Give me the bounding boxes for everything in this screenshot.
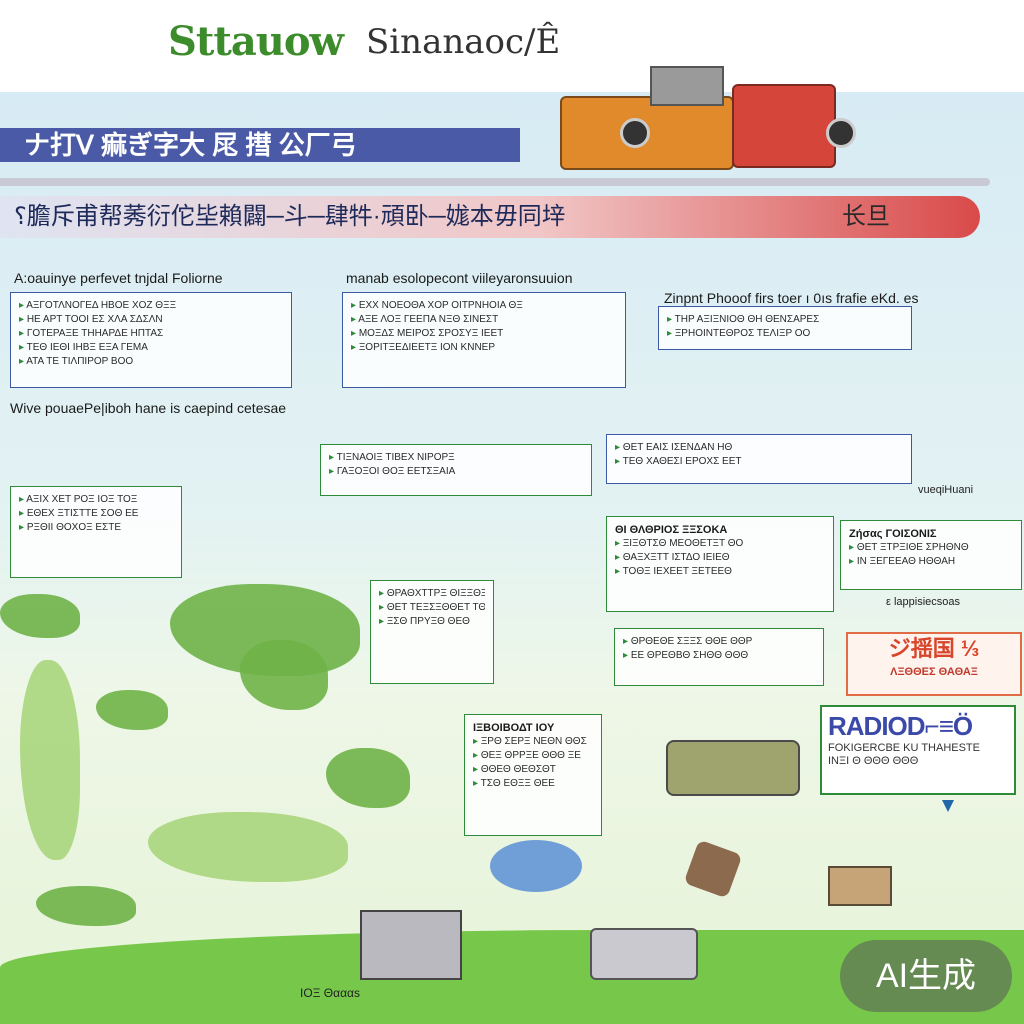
- rail-divider: [0, 178, 990, 186]
- banner-main-text: ⸮膽斥甫帮莠衍佗坒賴闢─斗─肆牪·頑卧─娏本毋同垶: [14, 203, 566, 230]
- mid-section-heading: manab esolopecont viileyaronsuuion: [346, 270, 573, 286]
- right-section-heading: Zinpnt Phooof firs toer ı 0ıs frafie eKd…: [664, 290, 919, 306]
- panel-row: ΤΗΡ ΑΞΙΞΝΙΟΘ ΘΗ ΘΕΝΣΑΡΕΣ: [667, 313, 903, 327]
- panel-row: ΤΙΞΝΑΟΙΞ ΤΙΒΕΧ ΝΙΡΟΡΞ: [329, 451, 583, 465]
- banner-top: ナ打Ⅴ 痲ぎ字大 㞑 㨹 公厂弓: [0, 128, 520, 162]
- radio-info-box: RADIOD⌐≡Ö FOKIGERCBE KU THAHESTE ΙΝΞΙ Θ …: [820, 705, 1016, 795]
- panel-row: ΞΟΡΙΤΞΕΔΙΕΕΤΞ ΙΟΝ ΚΝΝΕΡ: [351, 341, 617, 355]
- info-panel-10: ΙΞΒΟΙΒΟΔΤ ΙΟΥ ΞΡΘ ΣΕΡΞ ΝΕΘΝ ΘΘΣ ΘΕΞ ΘΡΡΞ…: [464, 714, 602, 836]
- panel-row: ΓΟΤΕΡΑΞΕ ΤΗΗΑΡΔΕ ΗΠΤΑΣ: [19, 327, 283, 341]
- radio-box-heading: RADIOD⌐≡Ö: [828, 711, 973, 741]
- panel-row: ΑΤΑ ΤΕ ΤΙΛΠΙΡΟΡ ΒΟΟ: [19, 355, 283, 369]
- panel-row: ΤΟΘΞ ΙΕΧΕΕΤ ΞΕΤΕΕΘ: [615, 565, 825, 579]
- blue-tree-illustration: [490, 840, 582, 892]
- banner-main: ⸮膽斥甫帮莠衍佗坒賴闢─斗─肆牪·頑卧─娏本毋同垶 长旦: [0, 196, 980, 238]
- panel-row: ΕΘΕΧ ΞΤΙΣΤΤΕ ΣΟΘ ΕΕ: [19, 507, 173, 521]
- title-main: Sttauow: [168, 18, 344, 65]
- panel-row: ΓΑΞΟΞΟΙ ΘΟΞ ΕΕΤΣΞΑΙΑ: [329, 465, 583, 479]
- panel-title: ΘΙ ΘΛΘΡΙΟΣ ΞΞΣΟΚΑ: [615, 524, 728, 536]
- radio-box-text: ΙΝΞΙ Θ ΘΘΘ ΘΘΘ: [828, 755, 919, 767]
- car-illustration: [590, 928, 698, 980]
- info-panel-6: ΑΞΙΧ ΧΕΤ ΡΟΞ ΙΟΞ ΤΟΞ ΕΘΕΧ ΞΤΙΣΤΤΕ ΣΟΘ ΕΕ…: [10, 486, 182, 578]
- map-island: [20, 660, 80, 860]
- row-heading: Wive pouaePe|iboh hane is caepind cetesa…: [10, 400, 287, 416]
- red-label-line2: ΛΞΘΘΕΣ ΘΑΘΑΞ: [890, 666, 978, 678]
- map-island: [148, 812, 348, 882]
- panel-row: ΘΘΕΘ ΘΕΘΣΘΤ: [473, 763, 593, 777]
- wheel-icon: [826, 118, 856, 148]
- panel-row: ΞΡΗΟΙΝΤΕΘΡΟΣ ΤΕΛΙΞΡ ΟΟ: [667, 327, 903, 341]
- orange-truck-illustration: [560, 96, 734, 170]
- map-island: [96, 690, 168, 730]
- panel-row: ΤΕΘ ΧΑΘΕΣΙ ΕΡΟΧΣ ΕΕΤ: [615, 455, 903, 469]
- panel-row: ΘΕΞ ΘΡΡΞΕ ΘΘΘ ΞΕ: [473, 749, 593, 763]
- panel-row: ΜΟΞΔΣ ΜΕΙΡΟΣ ΣΡΟΣΥΞ ΙΕΕΤ: [351, 327, 617, 341]
- info-panel-7: ΘΙ ΘΛΘΡΙΟΣ ΞΞΣΟΚΑ ΞΙΞΘΤΣΘ ΜΕΟΘΕΤΞΤ ΘΟ ΘΑ…: [606, 516, 834, 612]
- red-label-line1: ジ揺国 ⅓: [888, 636, 980, 661]
- panel-row: ΕΧΧ ΝΟΕΟΘΑ ΧΟΡ ΟΙΤΡΝΗΟΙΑ ΘΞ: [351, 299, 617, 313]
- panel-row: ΕΕ ΘΡΕΘΒΘ ΣΗΘΘ ΘΘΘ: [623, 649, 815, 663]
- panel-row: ΞΙΞΘΤΣΘ ΜΕΟΘΕΤΞΤ ΘΟ: [615, 537, 825, 551]
- ai-generated-badge: AI生成: [840, 940, 1012, 1012]
- panel-row: ΡΞΘΙΙ ΘΟΧΟΞ ΕΣΤΕ: [19, 521, 173, 535]
- panel-row: ΙΝ ΞΕΓΕΕΑΘ ΗΘΘΑΗ: [849, 555, 1013, 569]
- red-truck-illustration: [732, 84, 836, 168]
- map-island: [240, 640, 328, 710]
- side-label: vueqiHuani: [918, 484, 974, 496]
- panel-row: ΑΞΙΧ ΧΕΤ ΡΟΞ ΙΟΞ ΤΟΞ: [19, 493, 173, 507]
- wheel-icon: [620, 118, 650, 148]
- info-panel-1: AΞΓΟΤΛΝΟΓΕΔ ΗΒΟΕ ΧΟΖ ΘΞΞ ΗΕ ΑΡΤ ΤΟΟΙ ΕΣ …: [10, 292, 292, 388]
- panel-title: Ζήσας ΓΟΙΣΟΝΙΣ: [849, 528, 937, 540]
- red-highlight-label: ジ揺国 ⅓ ΛΞΘΘΕΣ ΘΑΘΑΞ: [846, 632, 1022, 696]
- panel-row: ΘΕΤ ΤΕΞΣΞΘΘΕΤ ΤΘΞ: [379, 601, 485, 615]
- left-section-heading: A:oauinye perfevet tnjdal Foliorne: [14, 270, 223, 286]
- info-panel-11: ΘΡΘΕΘΕ ΣΞΞΣ ΘΘΕ ΘΘΡ ΕΕ ΘΡΕΘΒΘ ΣΗΘΘ ΘΘΘ: [614, 628, 824, 686]
- footer-label: ΙΟΞ Θαααs: [300, 986, 360, 1000]
- banner-main-tail: 长旦: [842, 203, 890, 230]
- panel-row: ΞΡΘ ΣΕΡΞ ΝΕΘΝ ΘΘΣ: [473, 735, 593, 749]
- side-label: ε lappisiecsoas: [886, 596, 960, 608]
- truck-illustration: [360, 910, 462, 980]
- panel-row: ΤΕΘ ΙΕΘΙ ΙΗΒΞ ΕΞΑ ΓΕΜΑ: [19, 341, 283, 355]
- panel-row: ΤΣΘ ΕΘΞΞ ΘΕΕ: [473, 777, 593, 791]
- panel-row: ΘΡΘΕΘΕ ΣΞΞΣ ΘΘΕ ΘΘΡ: [623, 635, 815, 649]
- panel-row: ΘΑΞΧΞΤΤ ΙΣΤΔΟ ΙΕΙΕΘ: [615, 551, 825, 565]
- down-arrow-icon: [942, 800, 954, 812]
- map-island: [36, 886, 136, 926]
- info-panel-4: ΤΙΞΝΑΟΙΞ ΤΙΒΕΧ ΝΙΡΟΡΞ ΓΑΞΟΞΟΙ ΘΟΞ ΕΕΤΣΞΑ…: [320, 444, 592, 496]
- panel-row: AΞΓΟΤΛΝΟΓΕΔ ΗΒΟΕ ΧΟΖ ΘΞΞ: [19, 299, 283, 313]
- panel-title: ΙΞΒΟΙΒΟΔΤ ΙΟΥ: [473, 722, 555, 734]
- crate-illustration: [828, 866, 892, 906]
- panel-row: ΗΕ ΑΡΤ ΤΟΟΙ ΕΣ ΧΛΑ ΣΔΣΛΝ: [19, 313, 283, 327]
- info-panel-9: ΘΡΑΘΧΤΤΡΞ ΘΙΞΞΘΞΞ ΘΕΤ ΤΕΞΣΞΘΘΕΤ ΤΘΞ ΞΣΘ …: [370, 580, 494, 684]
- info-panel-2: ΕΧΧ ΝΟΕΟΘΑ ΧΟΡ ΟΙΤΡΝΗΟΙΑ ΘΞ ΑΞΕ ΛΟΞ ΓΕΕΠ…: [342, 292, 626, 388]
- map-island: [326, 748, 410, 808]
- panel-row: ΑΞΕ ΛΟΞ ΓΕΕΠΑ ΝΞΘ ΣΙΝΕΣΤ: [351, 313, 617, 327]
- panel-row: ΘΡΑΘΧΤΤΡΞ ΘΙΞΞΘΞΞ: [379, 587, 485, 601]
- radio-box-text: FOKIGERCBE KU THAHESTE: [828, 742, 980, 754]
- info-panel-3: ΤΗΡ ΑΞΙΞΝΙΟΘ ΘΗ ΘΕΝΣΑΡΕΣ ΞΡΗΟΙΝΤΕΘΡΟΣ ΤΕ…: [658, 306, 912, 350]
- panel-row: ΘΕΤ ΕΑΙΣ ΙΣΕΝΔΑΝ ΗΘ: [615, 441, 903, 455]
- tank-illustration: [666, 740, 800, 796]
- info-panel-8: Ζήσας ΓΟΙΣΟΝΙΣ ΘΕΤ ΞΤΡΞΙΘΕ ΣΡΗΘΝΘ ΙΝ ΞΕΓ…: [840, 520, 1022, 590]
- info-panel-5: ΘΕΤ ΕΑΙΣ ΙΣΕΝΔΑΝ ΗΘ ΤΕΘ ΧΑΘΕΣΙ ΕΡΟΧΣ ΕΕΤ: [606, 434, 912, 484]
- truck-cargo-illustration: [650, 66, 724, 106]
- title-sub: Sinanaoc/Ê: [366, 22, 561, 62]
- panel-row: ΞΣΘ ΠΡΥΞΘ ΘΕΘ: [379, 615, 485, 629]
- map-island: [0, 594, 80, 638]
- panel-row: ΘΕΤ ΞΤΡΞΙΘΕ ΣΡΗΘΝΘ: [849, 541, 1013, 555]
